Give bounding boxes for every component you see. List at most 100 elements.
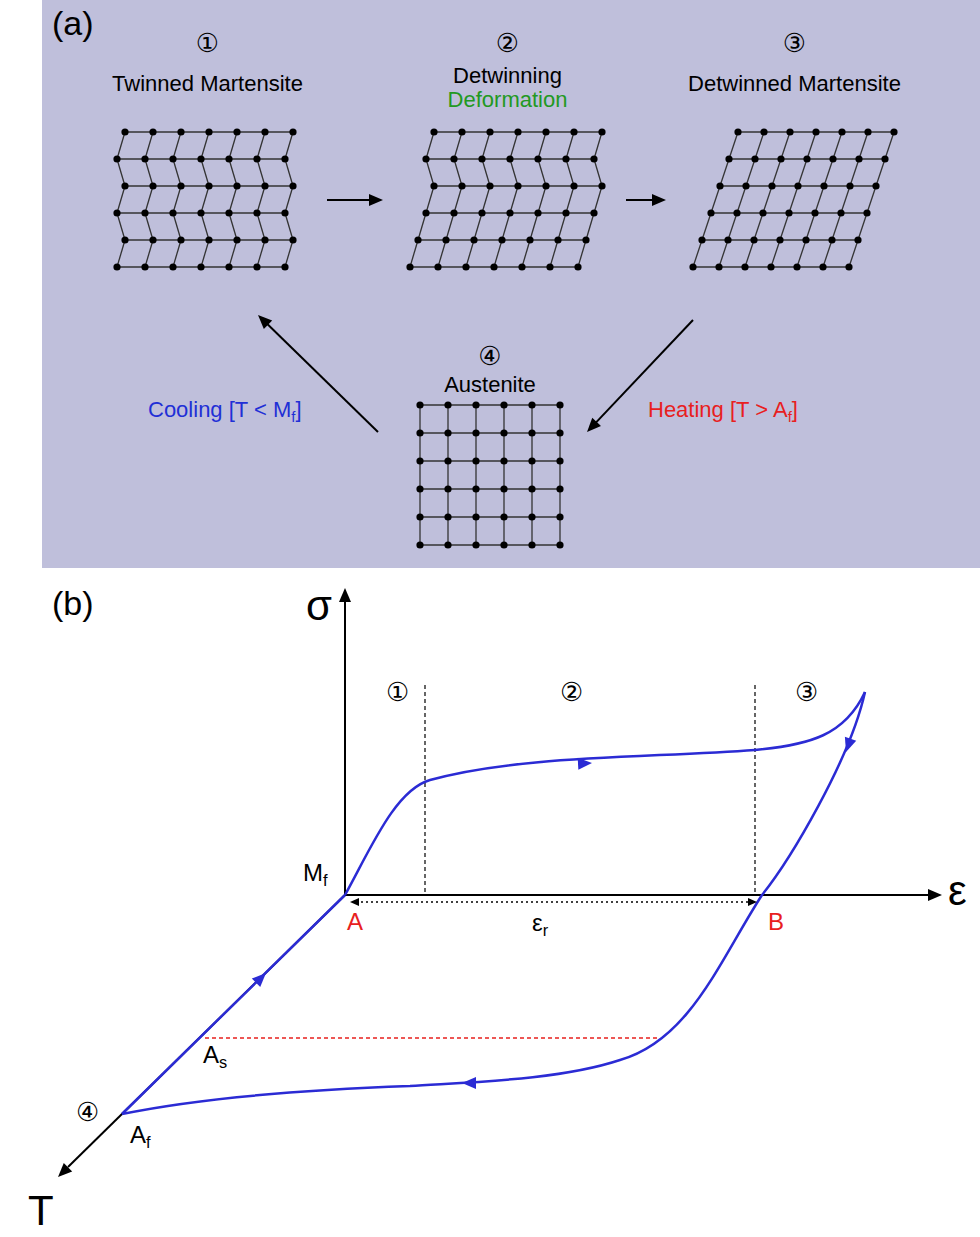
lattice-bond bbox=[454, 159, 462, 186]
dimension-line bbox=[356, 901, 750, 903]
lattice-atom bbox=[149, 128, 156, 135]
lattice-atom bbox=[570, 128, 577, 135]
lattice-atom bbox=[462, 263, 469, 270]
lattice-atom bbox=[450, 155, 457, 162]
lattice-atom bbox=[528, 457, 535, 464]
lattice-bond bbox=[558, 213, 566, 240]
state-name: Detwinned Martensite bbox=[688, 72, 901, 96]
lattice-atom bbox=[854, 236, 861, 243]
lattice-bond bbox=[797, 240, 806, 267]
lattice-atom bbox=[574, 263, 581, 270]
lattice-bond bbox=[594, 159, 602, 186]
lattice-bond bbox=[594, 132, 602, 159]
lattice-atom bbox=[177, 128, 184, 135]
lattice-atom bbox=[528, 401, 535, 408]
lattice-atom bbox=[444, 401, 451, 408]
lattice-bond bbox=[780, 213, 789, 240]
lattice-atom bbox=[149, 236, 156, 243]
lattice-bond bbox=[420, 460, 560, 461]
lattice-bond bbox=[482, 186, 490, 213]
diagram-label: εr bbox=[532, 910, 548, 936]
lattice-bond bbox=[693, 240, 702, 267]
lattice-atom bbox=[514, 182, 521, 189]
lattice-atom bbox=[556, 485, 563, 492]
lattice-bond bbox=[145, 213, 153, 240]
lattice-atom bbox=[556, 401, 563, 408]
lattice-bond bbox=[173, 240, 181, 267]
state-box: ④Austenite bbox=[405, 338, 575, 553]
lattice-bond bbox=[841, 186, 850, 213]
lattice-atom bbox=[534, 209, 541, 216]
state-name: Detwinning bbox=[453, 64, 562, 88]
lattice-atom bbox=[233, 236, 240, 243]
lattice-atom bbox=[794, 182, 801, 189]
lattice-atom bbox=[177, 182, 184, 189]
lattice-atom bbox=[890, 128, 897, 135]
lattice-bond bbox=[510, 186, 518, 213]
lattice-atom bbox=[759, 209, 766, 216]
lattice-bond bbox=[850, 159, 859, 186]
lattice-atom bbox=[872, 182, 879, 189]
lattice-bond bbox=[754, 213, 763, 240]
arrowhead bbox=[252, 973, 266, 987]
state-box: ③Detwinned Martensite bbox=[672, 25, 917, 280]
lattice-atom bbox=[750, 236, 757, 243]
temperature-marker bbox=[205, 1037, 658, 1039]
lattice-atom bbox=[562, 155, 569, 162]
diagram-label: σ bbox=[306, 583, 332, 629]
lattice-atom bbox=[416, 401, 423, 408]
lattice-bond bbox=[503, 461, 504, 489]
lattice-bond bbox=[867, 186, 876, 213]
lattice-atom bbox=[846, 182, 853, 189]
lattice-atom bbox=[416, 485, 423, 492]
arrowhead bbox=[369, 194, 383, 206]
lattice-bond bbox=[474, 213, 482, 240]
lattice-bond bbox=[426, 159, 434, 186]
lattice-atom bbox=[528, 485, 535, 492]
lattice-bond bbox=[418, 213, 426, 240]
lattice-atom bbox=[768, 182, 775, 189]
arrowhead bbox=[928, 889, 942, 901]
lattice-bond bbox=[201, 132, 209, 159]
lattice-atom bbox=[786, 128, 793, 135]
arrowhead-group bbox=[58, 588, 942, 1177]
lattice-bond bbox=[510, 132, 518, 159]
lattice-bond bbox=[420, 432, 560, 433]
state-name: Twinned Martensite bbox=[112, 72, 303, 96]
lattice-atom bbox=[500, 485, 507, 492]
lattice-atom bbox=[500, 457, 507, 464]
lattice-atom bbox=[442, 236, 449, 243]
temperature-axis bbox=[68, 895, 345, 1167]
stress-axis bbox=[344, 602, 346, 895]
lattice-bond bbox=[858, 213, 867, 240]
lattice-atom bbox=[582, 236, 589, 243]
lattice-atom bbox=[416, 513, 423, 520]
lattice-bond bbox=[531, 433, 532, 461]
lattice-bond bbox=[145, 159, 153, 186]
lattice-atom bbox=[113, 155, 120, 162]
lattice-atom bbox=[855, 155, 862, 162]
lattice-atom bbox=[205, 236, 212, 243]
state-name: Austenite bbox=[444, 373, 536, 397]
lattice-atom bbox=[416, 541, 423, 548]
lattice-atom bbox=[556, 513, 563, 520]
lattice-atom bbox=[121, 236, 128, 243]
edge-label: Heating [T > Af] bbox=[648, 398, 798, 422]
lattice-bond bbox=[503, 433, 504, 461]
lattice-bond bbox=[145, 240, 153, 267]
lattice-atom bbox=[785, 209, 792, 216]
lattice-atom bbox=[514, 128, 521, 135]
lattice-bond bbox=[531, 489, 532, 517]
lattice-atom bbox=[751, 155, 758, 162]
lattice-atom bbox=[121, 182, 128, 189]
lattice-bond bbox=[482, 132, 490, 159]
lattice-bond bbox=[145, 186, 153, 213]
lattice-atom bbox=[776, 236, 783, 243]
lattice-bond bbox=[438, 240, 446, 267]
lattice-atom bbox=[734, 128, 741, 135]
lattice-atom bbox=[478, 155, 485, 162]
lattice-bond bbox=[771, 240, 780, 267]
lattice-atom bbox=[767, 263, 774, 270]
lattice-bond bbox=[475, 433, 476, 461]
